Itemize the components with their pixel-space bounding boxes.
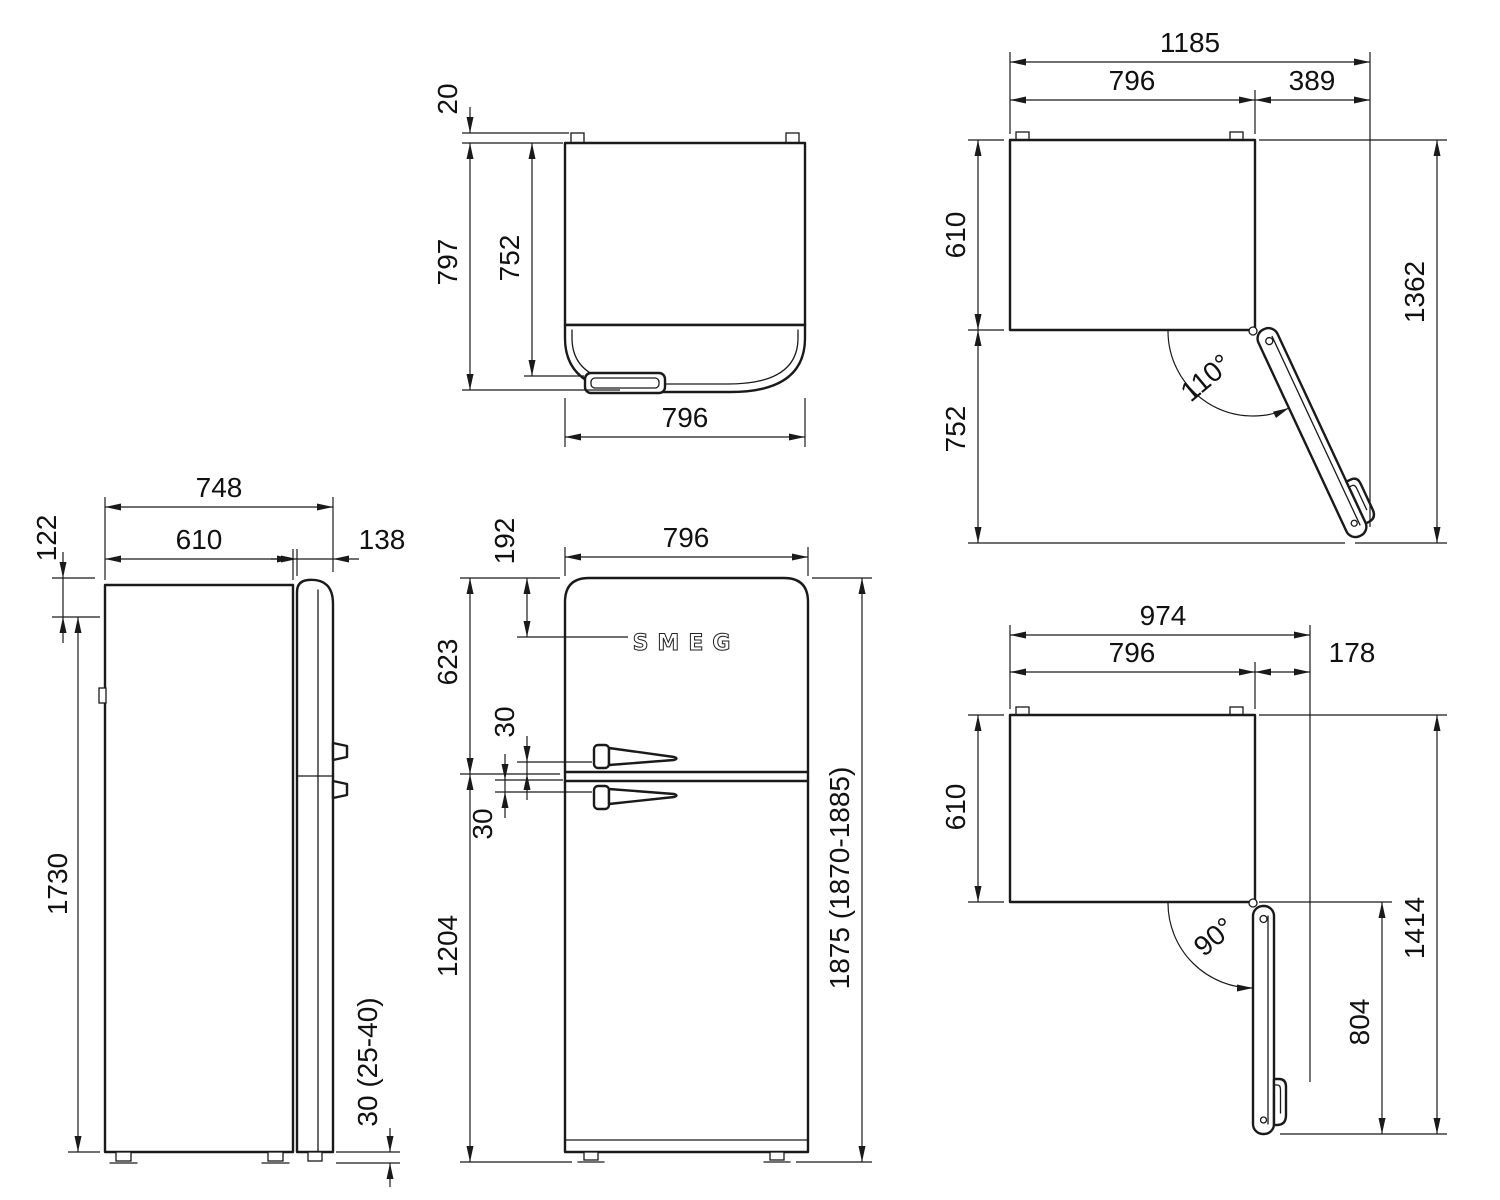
dim-top-width: 796 — [662, 402, 709, 433]
dim-plan90-body-width: 796 — [1109, 637, 1156, 668]
foot — [583, 1151, 599, 1161]
dim-plan110-body-width: 796 — [1109, 65, 1156, 96]
dim-side-top-edge: 122 — [31, 515, 62, 562]
dim-plan90-body-depth: 610 — [940, 784, 971, 831]
top-view: 20 797 752 796 — [432, 83, 807, 447]
smeg-logo: SMEG — [633, 631, 740, 656]
dim-front-lower-handle-offset: 30 — [467, 808, 498, 839]
angle-label-90: 90° — [1188, 911, 1240, 962]
hinge-tab — [785, 132, 800, 144]
foot — [307, 1151, 323, 1162]
angle-label-110: 110° — [1175, 348, 1238, 408]
hinge-tab — [570, 132, 585, 144]
door-swing-arc-90 — [1167, 902, 1254, 992]
top-view-dimensions: 20 797 752 796 — [432, 83, 806, 447]
dim-plan90-total-width: 974 — [1140, 600, 1187, 631]
door-swing-arc-110 — [1167, 330, 1290, 418]
plan-view-110: 110° 1185 796 389 610 752 — [940, 27, 1447, 544]
dim-side-feet-height: 30 (25-40) — [352, 997, 383, 1126]
dim-plan90-total-depth: 1414 — [1399, 897, 1430, 959]
open-door-90 — [1251, 904, 1288, 1136]
upper-door-handle-blade — [607, 746, 678, 767]
plan-90-dimensions: 974 796 178 610 1414 804 — [940, 600, 1447, 1135]
dim-top-total-depth: 797 — [432, 239, 463, 286]
side-handle-lower — [331, 779, 349, 800]
dim-plan90-door-length: 804 — [1344, 999, 1375, 1046]
open-door-110 — [1253, 318, 1382, 542]
dim-top-body-depth: 752 — [494, 235, 525, 282]
dim-front-logo-offset: 192 — [489, 518, 520, 565]
dim-front-width: 796 — [663, 522, 710, 553]
lower-door-handle — [592, 784, 611, 811]
dim-plan110-total-depth: 1362 — [1399, 261, 1430, 323]
front-view: SMEG 796 192 623 — [432, 518, 872, 1163]
foot — [769, 1151, 785, 1161]
dim-plan110-body-depth: 610 — [940, 212, 971, 259]
dim-plan110-door-extension: 389 — [1289, 65, 1336, 96]
side-hinge-detail — [98, 687, 107, 704]
foot — [115, 1151, 132, 1162]
top-view-outline — [563, 132, 807, 395]
dim-plan110-total-width: 1185 — [1160, 27, 1220, 58]
side-handle-upper — [331, 741, 349, 762]
lower-door-handle-blade — [607, 787, 678, 806]
dim-plan90-door-extension: 178 — [1329, 637, 1376, 668]
dim-side-body-depth: 610 — [176, 524, 223, 555]
front-view-dimensions: 796 192 623 30 30 1204 — [432, 518, 872, 1163]
upper-door-handle — [592, 743, 611, 770]
side-view-dimensions: 748 610 138 122 1730 — [31, 472, 405, 1187]
dim-top-hinge-offset: 20 — [432, 83, 463, 114]
dim-plan110-door-swing: 752 — [940, 406, 971, 453]
dim-front-upper-door-height: 623 — [432, 639, 463, 686]
plan-90-outline: 90° — [1008, 706, 1288, 1136]
dim-front-upper-handle-offset: 30 — [489, 706, 520, 737]
dim-front-lower-door-height: 1204 — [432, 915, 463, 977]
side-view-outline — [98, 578, 349, 1164]
door-pivot — [1248, 898, 1258, 908]
plan-110-dimensions: 1185 796 389 610 752 1362 — [940, 27, 1447, 544]
plan-view-90: 90° 974 796 178 610 1414 — [940, 600, 1447, 1136]
plan-110-outline: 110° — [1008, 131, 1382, 542]
dim-side-total-depth: 748 — [196, 472, 243, 503]
dim-side-body-height: 1730 — [42, 853, 73, 915]
dim-side-door-depth: 138 — [359, 524, 406, 555]
door-pivot — [1248, 326, 1258, 336]
dim-front-total-height: 1875 (1870-1885) — [824, 767, 855, 990]
foot — [267, 1151, 284, 1162]
side-view: 748 610 138 122 1730 — [31, 472, 405, 1187]
front-view-outline: SMEG — [563, 576, 810, 1163]
